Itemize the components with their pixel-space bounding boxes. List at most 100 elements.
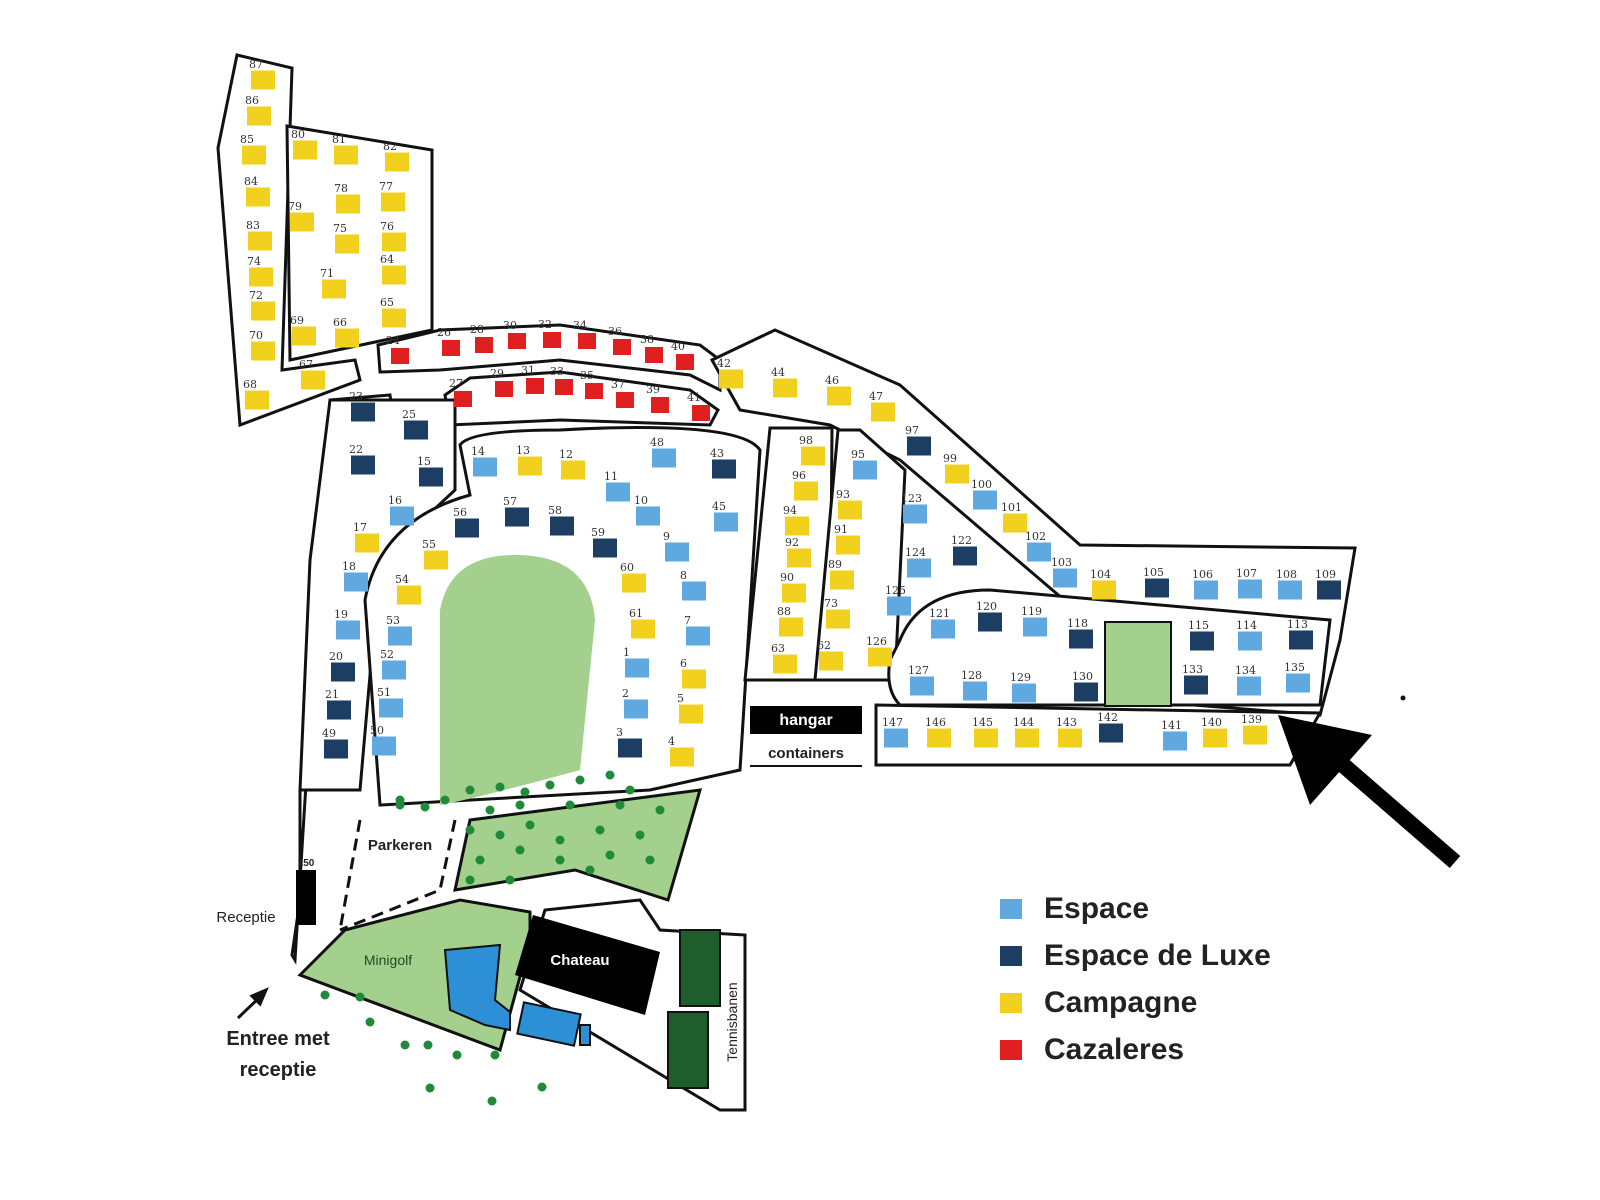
plot-103[interactable]: 103 [1051, 556, 1077, 588]
plot-21[interactable]: 21 [325, 688, 351, 720]
plot-7[interactable]: 7 [684, 614, 710, 646]
plot-119[interactable]: 119 [1021, 605, 1047, 637]
plot-102[interactable]: 102 [1025, 530, 1051, 562]
plot-114[interactable]: 114 [1236, 619, 1262, 651]
plot-143[interactable]: 143 [1056, 716, 1082, 748]
plot-59[interactable]: 59 [591, 526, 617, 558]
plot-87[interactable]: 87 [249, 58, 275, 90]
plot-128[interactable]: 128 [961, 669, 987, 701]
plot-30[interactable]: 30 [503, 319, 526, 349]
plot-88[interactable]: 88 [777, 605, 803, 637]
plot-38[interactable]: 38 [640, 333, 663, 363]
plot-10[interactable]: 10 [634, 494, 660, 526]
plot-50[interactable]: 50 [370, 724, 396, 756]
plot-4[interactable]: 4 [668, 735, 694, 767]
plot-39[interactable]: 39 [646, 383, 669, 413]
plot-80[interactable]: 80 [291, 128, 317, 160]
plot-89[interactable]: 89 [828, 558, 854, 590]
plot-45[interactable]: 45 [712, 500, 738, 532]
plot-94[interactable]: 94 [783, 504, 809, 536]
plot-27[interactable]: 27 [449, 377, 472, 407]
plot-122[interactable]: 122 [951, 534, 977, 566]
plot-135[interactable]: 135 [1284, 661, 1310, 693]
plot-145[interactable]: 145 [972, 716, 998, 748]
plot-130[interactable]: 130 [1072, 670, 1098, 702]
plot-124[interactable]: 124 [905, 546, 931, 578]
plot-97[interactable]: 97 [905, 424, 931, 456]
plot-64[interactable]: 64 [380, 253, 406, 285]
plot-6[interactable]: 6 [680, 657, 706, 689]
plot-98[interactable]: 98 [799, 434, 825, 466]
plot-35[interactable]: 35 [580, 369, 603, 399]
plot-125[interactable]: 125 [885, 584, 911, 616]
plot-69[interactable]: 69 [290, 314, 316, 346]
plot-75[interactable]: 75 [333, 222, 359, 254]
plot-147[interactable]: 147 [882, 716, 908, 748]
plot-14[interactable]: 14 [471, 445, 497, 477]
plot-63[interactable]: 63 [771, 642, 797, 674]
plot-106[interactable]: 106 [1192, 568, 1218, 600]
plot-5[interactable]: 5 [677, 692, 703, 724]
plot-115[interactable]: 115 [1188, 619, 1214, 651]
plot-121[interactable]: 121 [929, 607, 955, 639]
plot-29[interactable]: 29 [490, 367, 513, 397]
plot-77[interactable]: 77 [379, 180, 405, 212]
plot-56[interactable]: 56 [453, 506, 479, 538]
plot-68[interactable]: 68 [243, 378, 269, 410]
plot-108[interactable]: 108 [1276, 568, 1302, 600]
plot-95[interactable]: 95 [851, 448, 877, 480]
plot-72[interactable]: 72 [249, 289, 275, 321]
plot-11[interactable]: 11 [604, 470, 630, 502]
plot-61[interactable]: 61 [629, 607, 655, 639]
plot-20[interactable]: 20 [329, 650, 355, 682]
plot-24[interactable]: 24 [386, 334, 409, 364]
plot-139[interactable]: 139 [1241, 713, 1267, 745]
plot-47[interactable]: 47 [869, 390, 895, 422]
plot-15[interactable]: 15 [417, 455, 443, 487]
plot-58[interactable]: 58 [548, 504, 574, 536]
plot-57[interactable]: 57 [503, 495, 529, 527]
plot-101[interactable]: 101 [1001, 501, 1027, 533]
plot-1[interactable]: 1 [623, 646, 649, 678]
plot-16[interactable]: 16 [388, 494, 414, 526]
plot-55[interactable]: 55 [422, 538, 448, 570]
plot-19[interactable]: 19 [334, 608, 360, 640]
plot-86[interactable]: 86 [245, 94, 271, 126]
plot-123[interactable]: 123 [901, 492, 927, 524]
plot-3[interactable]: 3 [616, 726, 642, 758]
plot-60[interactable]: 60 [620, 561, 646, 593]
plot-118[interactable]: 118 [1067, 617, 1093, 649]
plot-83[interactable]: 83 [246, 219, 272, 251]
plot-18[interactable]: 18 [342, 560, 368, 592]
plot-42[interactable]: 42 [717, 357, 743, 389]
plot-41[interactable]: 41 [687, 391, 710, 421]
plot-146[interactable]: 146 [925, 716, 951, 748]
plot-91[interactable]: 91 [834, 523, 860, 555]
plot-51[interactable]: 51 [377, 686, 403, 718]
plot-13[interactable]: 13 [516, 444, 542, 476]
plot-126[interactable]: 126 [866, 635, 892, 667]
plot-84[interactable]: 84 [244, 175, 270, 207]
plot-44[interactable]: 44 [771, 366, 797, 398]
plot-48[interactable]: 48 [650, 436, 676, 468]
plot-26[interactable]: 26 [437, 326, 460, 356]
plot-62[interactable]: 62 [817, 639, 843, 671]
plot-9[interactable]: 9 [663, 530, 689, 562]
plot-140[interactable]: 140 [1201, 716, 1227, 748]
plot-104[interactable]: 104 [1090, 568, 1116, 600]
plot-28[interactable]: 28 [470, 323, 493, 353]
plot-70[interactable]: 70 [249, 329, 275, 361]
plot-53[interactable]: 53 [386, 614, 412, 646]
plot-23[interactable]: 23 [349, 390, 375, 422]
plot-85[interactable]: 85 [240, 133, 266, 165]
plot-109[interactable]: 109 [1315, 568, 1341, 600]
plot-142[interactable]: 142 [1097, 711, 1123, 743]
plot-66[interactable]: 66 [333, 316, 359, 348]
plot-113[interactable]: 113 [1287, 618, 1313, 650]
plot-65[interactable]: 65 [380, 296, 406, 328]
plot-141[interactable]: 141 [1161, 719, 1187, 751]
plot-76[interactable]: 76 [380, 220, 406, 252]
plot-100[interactable]: 100 [971, 478, 997, 510]
plot-92[interactable]: 92 [785, 536, 811, 568]
plot-79[interactable]: 79 [288, 200, 314, 232]
